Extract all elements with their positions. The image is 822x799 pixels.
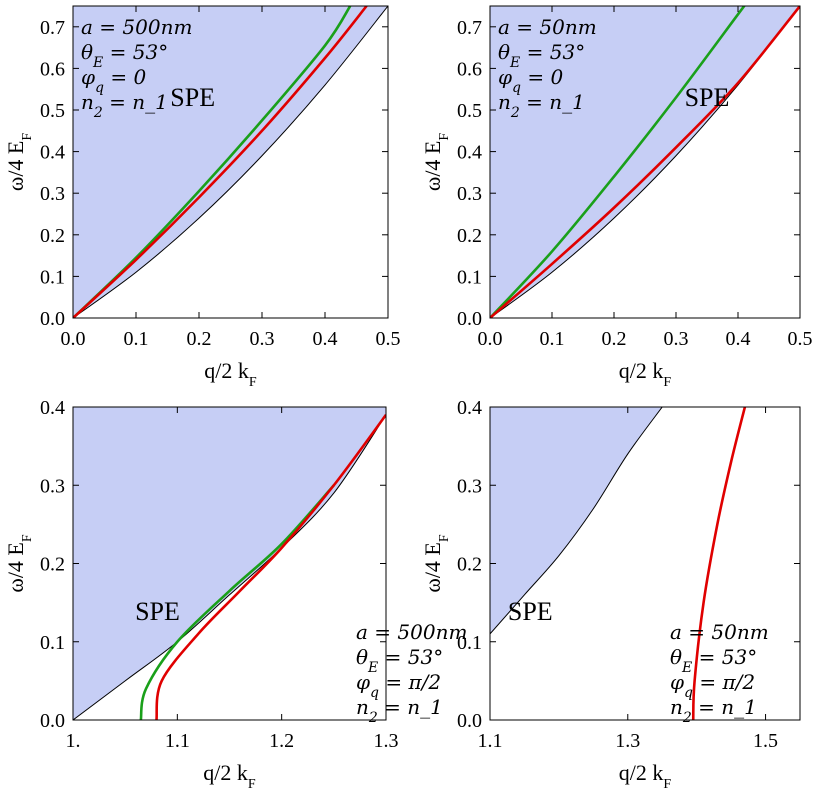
y-tick-label: 0.4 bbox=[457, 142, 482, 164]
x-tick-label: 0.0 bbox=[478, 328, 503, 350]
chart-panel-3: 1. 1.1 1.2 1.3 0.0 0.1 0.2 0.3 0.4 q/2 kF ω/4 EF SP… bbox=[3, 397, 467, 792]
annotation-line: a = 50nm bbox=[670, 620, 769, 644]
annotation-line: θE = 53° bbox=[498, 40, 585, 71]
annotation-line: n2 = n_1 bbox=[81, 90, 168, 121]
chart-panel-1: 0.0 0.1 0.2 0.3 0.4 0.5 0.0 0.1 0.2 0.3 0.4 0.5 0.6 0… bbox=[3, 5, 401, 390]
x-axis-label: q/2 kF bbox=[619, 760, 672, 792]
y-tick-label: 0.1 bbox=[457, 632, 482, 654]
series-line-2 bbox=[73, 6, 368, 318]
series-line-2 bbox=[490, 6, 800, 318]
y-tick-label: 0.7 bbox=[457, 17, 482, 39]
x-tick-label: 0.5 bbox=[788, 328, 813, 350]
spe-boundary-line bbox=[73, 414, 386, 720]
x-tick-label: 0.0 bbox=[61, 328, 86, 350]
plot-frame bbox=[489, 5, 801, 319]
spe-label: SPE bbox=[135, 597, 180, 626]
x-tick-label: 0.1 bbox=[540, 328, 565, 350]
y-axis-label: ω/4 EF bbox=[3, 534, 35, 593]
series-line-1 bbox=[490, 6, 746, 318]
plot-frame bbox=[72, 5, 389, 319]
x-tick-label: 1.2 bbox=[269, 730, 294, 752]
x-tick-label: 1. bbox=[66, 730, 81, 752]
y-axis-label: ω/4 EF bbox=[3, 133, 35, 192]
y-tick-label: 0.3 bbox=[40, 183, 65, 205]
spe-label: SPE bbox=[170, 83, 215, 112]
y-tick-label: 0.0 bbox=[457, 710, 482, 732]
spe-region bbox=[490, 6, 800, 318]
y-tick-label: 0.2 bbox=[40, 225, 65, 247]
y-tick-label: 0.5 bbox=[457, 100, 482, 122]
y-tick-label: 0.5 bbox=[40, 100, 65, 122]
y-tick-label: 0.6 bbox=[40, 58, 65, 80]
annotation-line: θE = 53° bbox=[670, 645, 757, 676]
annotation-line: n2 = n_1 bbox=[356, 695, 443, 726]
y-tick-label: 0.3 bbox=[457, 183, 482, 205]
y-tick-label: 0.1 bbox=[40, 632, 65, 654]
series-line-1 bbox=[139, 484, 335, 720]
chart-panel-2: 0.0 0.1 0.2 0.3 0.4 0.5 0.0 0.1 0.2 0.3 0.4 0.5 0.6 0… bbox=[420, 5, 813, 390]
annotation-line: a = 500nm bbox=[356, 620, 467, 644]
annotation-line: φq = 0 bbox=[498, 65, 563, 96]
y-axis-label: ω/4 EF bbox=[420, 133, 452, 192]
x-axis-label: q/2 kF bbox=[619, 358, 672, 390]
x-tick-label: 1.5 bbox=[753, 730, 778, 752]
y-tick-label: 0.1 bbox=[457, 266, 482, 288]
x-axis-label: q/2 kF bbox=[204, 358, 257, 390]
x-tick-label: 0.5 bbox=[376, 328, 401, 350]
x-axis-label: q/2 kF bbox=[203, 760, 256, 792]
y-axis-label: ω/4 EF bbox=[420, 534, 452, 593]
annotation-line: n2 = n_1 bbox=[498, 90, 585, 121]
annotation-line: a = 500nm bbox=[81, 15, 192, 39]
annotation-line: φq = π/2 bbox=[356, 670, 441, 701]
annotation-line: θE = 53° bbox=[356, 645, 443, 676]
chart-panel-4: 1.1 1.3 1.5 0.0 0.1 0.2 0.3 0.4 q/2 kF ω/4 EF SPE a… bbox=[420, 397, 801, 792]
x-tick-label: 0.4 bbox=[726, 328, 751, 350]
series-line-2 bbox=[155, 414, 386, 720]
annotation-line: θE = 53° bbox=[81, 40, 168, 71]
x-tick-label: 1.3 bbox=[374, 730, 399, 752]
series-line-1 bbox=[691, 407, 747, 720]
y-tick-label: 0.4 bbox=[40, 397, 65, 419]
x-tick-label: 0.2 bbox=[187, 328, 212, 350]
x-tick-label: 0.3 bbox=[250, 328, 275, 350]
spe-region bbox=[73, 407, 386, 720]
y-tick-label: 0.0 bbox=[40, 710, 65, 732]
y-tick-label: 0.7 bbox=[40, 17, 65, 39]
annotation-line: a = 50nm bbox=[498, 15, 597, 39]
y-tick-label: 0.3 bbox=[457, 475, 482, 497]
annotation-line: φq = π/2 bbox=[670, 670, 755, 701]
x-tick-label: 0.4 bbox=[313, 328, 338, 350]
x-tick-label: 0.1 bbox=[124, 328, 149, 350]
y-tick-label: 0.4 bbox=[457, 397, 482, 419]
y-tick-label: 0.4 bbox=[40, 142, 65, 164]
spe-region bbox=[490, 407, 663, 634]
annotation-line: φq = 0 bbox=[81, 65, 146, 96]
spe-label: SPE bbox=[685, 83, 730, 112]
x-tick-label: 1.3 bbox=[615, 730, 640, 752]
x-tick-label: 0.3 bbox=[664, 328, 689, 350]
y-tick-label: 0.6 bbox=[457, 58, 482, 80]
y-tick-label: 0.2 bbox=[457, 225, 482, 247]
y-tick-label: 0.2 bbox=[457, 554, 482, 576]
y-tick-label: 0.0 bbox=[40, 308, 65, 330]
annotation-line: n2 = n_1 bbox=[670, 695, 757, 726]
y-tick-label: 0.3 bbox=[40, 475, 65, 497]
spe-boundary-line bbox=[73, 6, 388, 318]
y-tick-label: 0.0 bbox=[457, 308, 482, 330]
x-tick-label: 1.1 bbox=[478, 730, 503, 752]
spe-boundary-line bbox=[490, 407, 663, 635]
y-tick-label: 0.2 bbox=[40, 554, 65, 576]
y-tick-label: 0.1 bbox=[40, 266, 65, 288]
x-tick-label: 1.1 bbox=[165, 730, 190, 752]
spe-label: SPE bbox=[508, 597, 553, 626]
x-tick-label: 0.2 bbox=[602, 328, 627, 350]
